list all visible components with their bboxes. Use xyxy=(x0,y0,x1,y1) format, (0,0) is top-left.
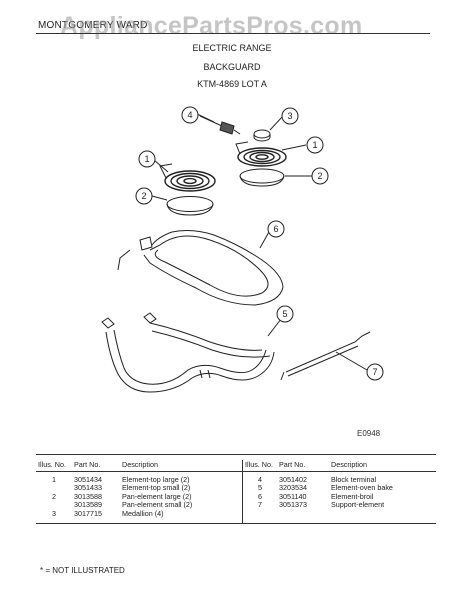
callout-3: 3 xyxy=(281,107,299,125)
col-illus: Illus. No. xyxy=(36,460,72,472)
svg-text:6: 6 xyxy=(273,224,278,234)
svg-text:2: 2 xyxy=(317,171,322,181)
callout-4: 4 xyxy=(181,106,199,124)
bake-element-part xyxy=(101,312,275,393)
svg-text:4: 4 xyxy=(187,110,192,120)
table-header-row: Illus. No. Part No. Description Illus. N… xyxy=(36,460,436,472)
callout-leaders xyxy=(151,113,368,371)
table-top-rule xyxy=(36,454,436,455)
col-part-2: Part No. xyxy=(277,460,329,472)
svg-text:1: 1 xyxy=(144,154,149,164)
col-description-2: Description xyxy=(329,460,436,472)
table-row: 3051433 Element-top small (2) 5 3203534 … xyxy=(74,483,393,493)
brand-label: MONTGOMERY WARD xyxy=(38,20,148,31)
table-row: 3 3017715 Medallion (4) xyxy=(36,509,436,525)
footnote: * = NOT ILLUSTRATED xyxy=(40,566,125,575)
callout-2-right: 2 xyxy=(311,167,329,185)
svg-text:7: 7 xyxy=(372,367,377,377)
exploded-parts-diagram: 4 3 1 1 2 2 6 xyxy=(101,106,384,393)
callout-7: 7 xyxy=(366,363,384,381)
drip-pan-right xyxy=(239,168,285,187)
col-description: Description xyxy=(120,460,243,472)
callout-1-left: 1 xyxy=(138,150,156,168)
drip-pan-left xyxy=(166,196,214,216)
svg-text:1: 1 xyxy=(312,140,317,150)
svg-text:2: 2 xyxy=(141,191,146,201)
surface-element-right xyxy=(235,141,287,167)
figure-code: E0948 xyxy=(357,429,381,438)
table-row: 3013589 Pan-element small (2) 7 3051373 … xyxy=(74,500,385,510)
col-part: Part No. xyxy=(72,460,120,472)
support-element-part xyxy=(280,331,371,381)
col-illus-2: Illus. No. xyxy=(242,460,277,472)
table-row: 2 3013588 Pan-element large (2) 6 305114… xyxy=(52,491,374,502)
surface-element-left xyxy=(159,163,216,192)
callout-2-left: 2 xyxy=(135,187,153,205)
broil-element-part xyxy=(117,230,284,306)
parts-table: Illus. No. Part No. Description Illus. N… xyxy=(36,460,436,525)
medallion-part xyxy=(253,129,271,142)
callout-5: 5 xyxy=(276,305,294,323)
page-title: ELECTRIC RANGE xyxy=(192,43,272,53)
header-rule xyxy=(36,33,430,34)
table-row: 1 3051434 Element-top large (2) 4 305140… xyxy=(36,471,436,485)
callout-markers: 4 3 1 1 2 2 6 xyxy=(135,106,384,381)
svg-text:3: 3 xyxy=(287,111,292,121)
callout-6: 6 xyxy=(267,220,285,238)
watermark: AppliancePartsPros.com xyxy=(60,12,363,40)
section-title: BACKGUARD xyxy=(203,62,261,72)
model-number: KTM-4869 LOT A xyxy=(197,79,267,89)
callout-1-right: 1 xyxy=(306,136,324,154)
svg-text:5: 5 xyxy=(282,309,287,319)
